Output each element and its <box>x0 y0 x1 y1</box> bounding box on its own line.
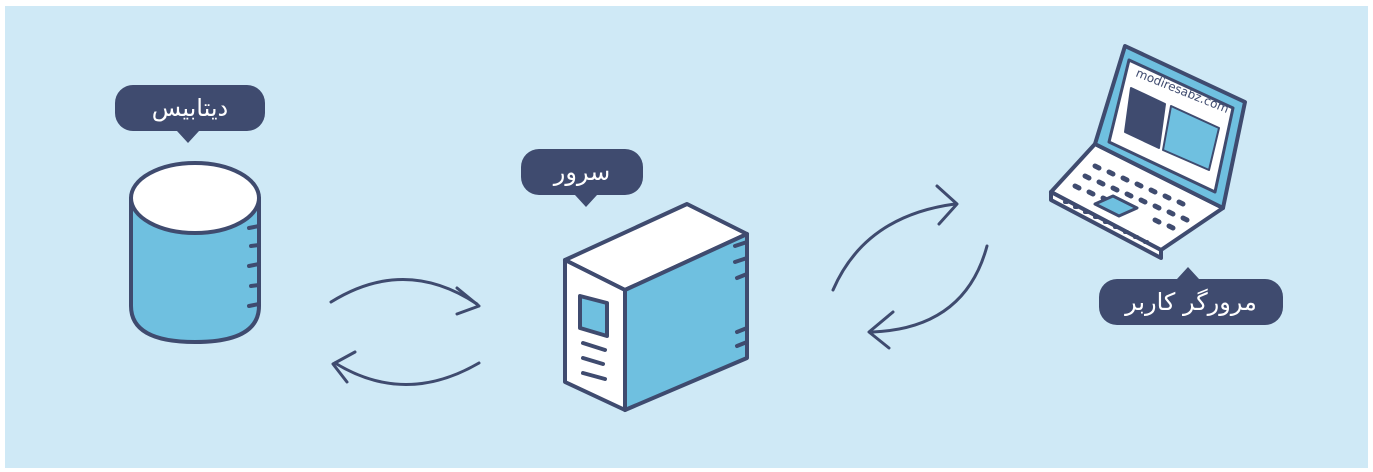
diagram-canvas: modiresabz.com دیتابیس سرور مرورگر کاربر <box>5 6 1368 468</box>
database-label: دیتابیس <box>115 85 265 131</box>
browser-label-text: مرورگر کاربر <box>1125 288 1257 316</box>
server-label: سرور <box>521 149 643 195</box>
database-label-pointer <box>177 131 199 143</box>
database-label-text: دیتابیس <box>152 94 228 122</box>
browser-label: مرورگر کاربر <box>1099 279 1283 325</box>
server-icon <box>565 204 747 410</box>
database-icon <box>131 163 259 342</box>
sync-arrows-icon <box>833 186 987 348</box>
diagram-art: modiresabz.com <box>5 6 1368 468</box>
browser-label-pointer <box>1177 267 1199 279</box>
sync-arrows-icon <box>331 279 479 384</box>
server-label-text: سرور <box>554 158 611 186</box>
server-label-pointer <box>575 195 597 207</box>
